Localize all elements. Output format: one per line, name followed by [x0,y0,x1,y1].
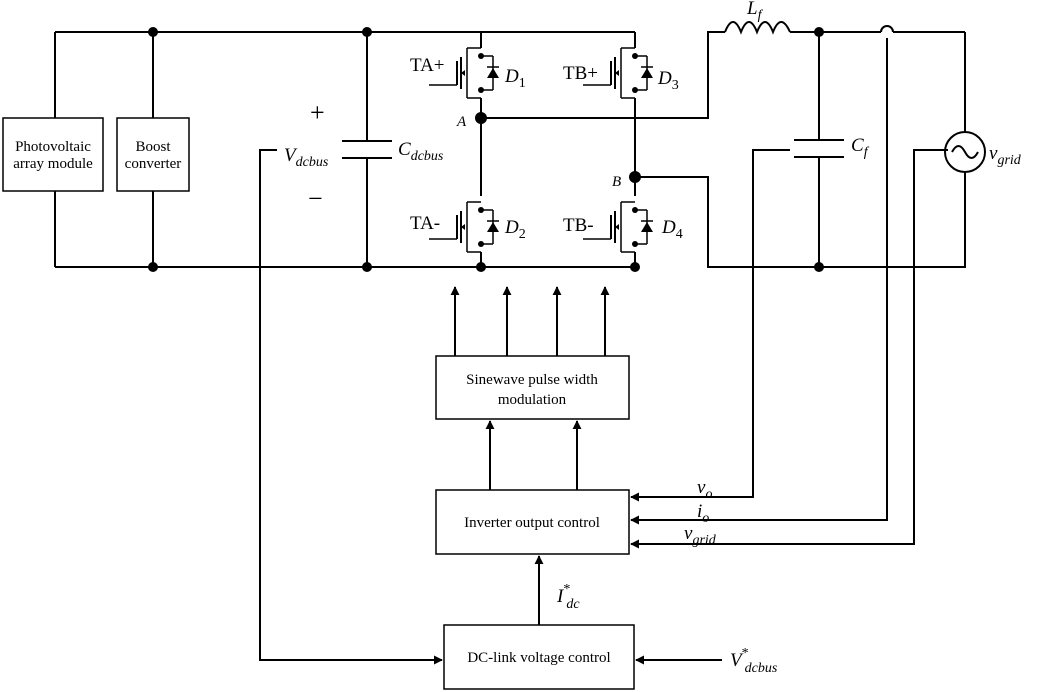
vo-signal-label: vo [697,477,712,502]
vgrid-signal-label: vgrid [684,523,717,548]
dc-link-capacitor [342,32,392,267]
wire-crossing-hop [880,25,894,33]
node-a-label: A [456,114,467,130]
pv-label-line2: array module [13,156,93,172]
io-signal-label: io [697,501,709,526]
node-b-label: B [612,174,621,190]
pv-array-block: Photovoltaic array module [2,117,104,192]
inverter-output-control-block: Inverter output control [435,489,630,555]
switch-tb-plus [583,47,653,99]
tb-minus-label: TB- [563,215,594,236]
spwm-label-line2: modulation [498,392,567,408]
lf-label: Lf [746,0,764,23]
cdcbus-label: Cdcbus [398,139,444,164]
output-wiring [481,31,966,268]
junction-dot [148,27,158,37]
spwm-block: Sinewave pulse width modulation [435,355,630,420]
io-feedback-wire [630,38,888,525]
filter-capacitor-cf [794,32,844,267]
boost-converter-block: Boost converter [116,117,190,192]
idc-ref-label: I*dc [556,582,580,612]
switch-ta-minus [429,201,499,253]
vgrid-source-label: vgrid [989,143,1022,168]
junction-dot [148,262,158,272]
inductor-lf [724,21,791,35]
switch-ta-plus [429,47,499,99]
vdcbus-feedback-wire [259,149,443,665]
ta-minus-label: TA- [410,213,440,234]
junction-dot [362,262,372,272]
minus-sign: − [308,184,323,213]
d4-label: D4 [661,217,683,242]
boost-label-line1: Boost [135,139,171,155]
vo-feedback-wire [630,149,790,502]
cf-label: Cf [851,135,870,160]
d3-label: D3 [657,68,679,93]
junction-dot [362,27,372,37]
junction-dot [814,262,824,272]
dc-link-voltage-control-block: DC-link voltage control [443,624,635,690]
spwm-label-line1: Sinewave pulse width [466,372,598,388]
ta-plus-label: TA+ [410,55,445,76]
d2-label: D2 [504,217,526,242]
tb-plus-label: TB+ [563,63,598,84]
ac-grid-source-icon [944,131,986,173]
boost-label-line2: converter [125,156,182,172]
plus-sign: + [310,98,325,127]
junction-dot [814,27,824,37]
vdcbus-ref-label: V*dcbus [730,646,778,676]
ioc-label: Inverter output control [464,515,600,531]
pv-label-line1: Photovoltaic [15,139,91,155]
vdcbus-label: Vdcbus [284,145,329,170]
dcl-label: DC-link voltage control [467,650,610,666]
switch-tb-minus [583,201,653,253]
vgrid-feedback-wire [630,149,948,549]
d1-label: D1 [504,66,526,91]
